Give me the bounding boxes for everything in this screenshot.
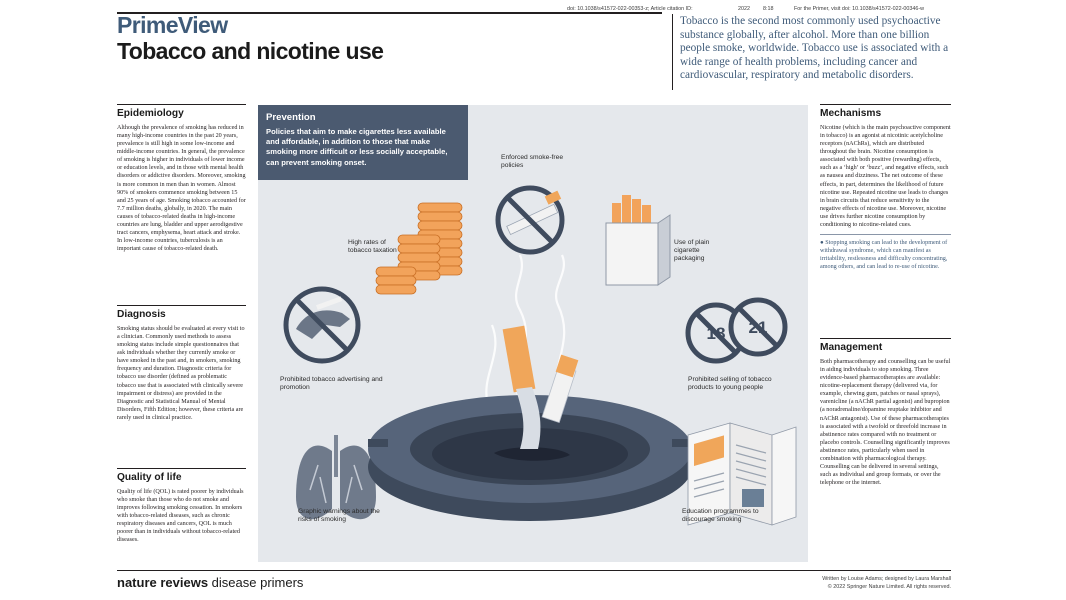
- withdrawal-note: ● Stopping smoking can lead to the devel…: [820, 233, 951, 271]
- journal-logo: nature reviews disease primers: [117, 575, 303, 590]
- age-sign-21: 21: [749, 318, 768, 337]
- caption-plain-packaging: Use of plain cigarette packaging: [674, 239, 710, 263]
- leaflet-icon: [687, 422, 797, 526]
- prevention-text: Policies that aim to make cigarettes les…: [266, 127, 448, 167]
- caption-advertising: Prohibited tobacco advertising and promo…: [280, 376, 383, 392]
- section-body: Although the prevalence of smoking has r…: [117, 125, 246, 252]
- section-body: Smoking status should be evaluated at ev…: [117, 326, 245, 421]
- section-quality-of-life: Quality of life Quality of life (QOL) is…: [117, 468, 246, 545]
- no-advertising-icon: [283, 286, 361, 364]
- caption-taxation: High rates of tobacco taxation: [348, 239, 397, 255]
- age-sign-18: 18: [707, 324, 726, 343]
- cigarette-pack-icon: [605, 195, 671, 286]
- prevention-artwork: 18 21: [283, 185, 797, 526]
- no-smoking-icon: [495, 185, 565, 255]
- section-rule: [820, 104, 951, 106]
- credits: Written by Louise Adams; designed by Lau…: [822, 576, 951, 591]
- coin-stack-icon: [375, 202, 463, 295]
- section-body: Quality of life (QOL) is rated poorer by…: [117, 489, 244, 544]
- section-rule: [117, 468, 246, 470]
- cigarette-butt-icon: [502, 325, 579, 449]
- section-mechanisms: Mechanisms Nicotine (which is the main p…: [820, 104, 951, 271]
- copyright-line: © 2022 Springer Nature Limited. All righ…: [827, 583, 951, 590]
- section-heading: Management: [820, 342, 883, 354]
- caption-education: Education programmes to discourage smoki…: [682, 508, 759, 524]
- footer-rule: [117, 570, 951, 572]
- caption-warnings: Graphic warnings about the risks of smok…: [298, 508, 380, 524]
- primer-link-note[interactable]: For the Primer, visit doi: 10.1038/s4157…: [794, 6, 925, 12]
- citation-bar: doi: 10.1038/s41572-022-00353-z; Article…: [0, 6, 1066, 16]
- journal-name-bold: nature reviews: [117, 575, 209, 590]
- series-name: PrimeView: [117, 12, 228, 38]
- section-body: Both pharmacotherapy and counselling can…: [820, 359, 951, 486]
- section-management: Management Both pharmacotherapy and coun…: [820, 338, 951, 487]
- citation-year: 2022: [738, 6, 750, 12]
- title-block: PrimeView Tobacco and nicotine use: [117, 12, 657, 64]
- credit-line: Written by Louise Adams; designed by Lau…: [822, 576, 951, 582]
- doi-text: doi: 10.1038/s41572-022-00353-z; Article…: [567, 6, 693, 12]
- age-restriction-icon: [685, 297, 788, 364]
- section-rule: [117, 305, 246, 307]
- section-body: Nicotine (which is the main psychoactive…: [820, 125, 951, 228]
- prevention-box: Prevention Policies that aim to make cig…: [258, 105, 468, 180]
- page-title: Tobacco and nicotine use: [117, 38, 384, 64]
- section-epidemiology: Epidemiology Although the prevalence of …: [117, 104, 246, 253]
- title-divider: [672, 14, 673, 90]
- citation-number: 8:18: [763, 6, 774, 12]
- lungs-icon: [296, 435, 376, 520]
- section-rule: [820, 338, 951, 340]
- caption-smoke-free: Enforced smoke-free policies: [501, 154, 564, 170]
- section-rule: [117, 104, 246, 106]
- prevention-illustration: 18 21: [258, 105, 808, 562]
- section-diagnosis: Diagnosis Smoking status should be evalu…: [117, 305, 246, 422]
- intro-text: Tobacco is the second most commonly used…: [680, 15, 949, 82]
- section-heading: Diagnosis: [117, 309, 166, 321]
- prevention-heading: Prevention: [266, 112, 316, 123]
- journal-name-light: disease primers: [211, 575, 304, 590]
- section-heading: Mechanisms: [820, 108, 882, 120]
- section-heading: Quality of life: [117, 472, 182, 484]
- caption-young-people: Prohibited selling of tobacco products t…: [688, 376, 772, 392]
- section-heading: Epidemiology: [117, 108, 184, 120]
- title-rule: [117, 12, 662, 14]
